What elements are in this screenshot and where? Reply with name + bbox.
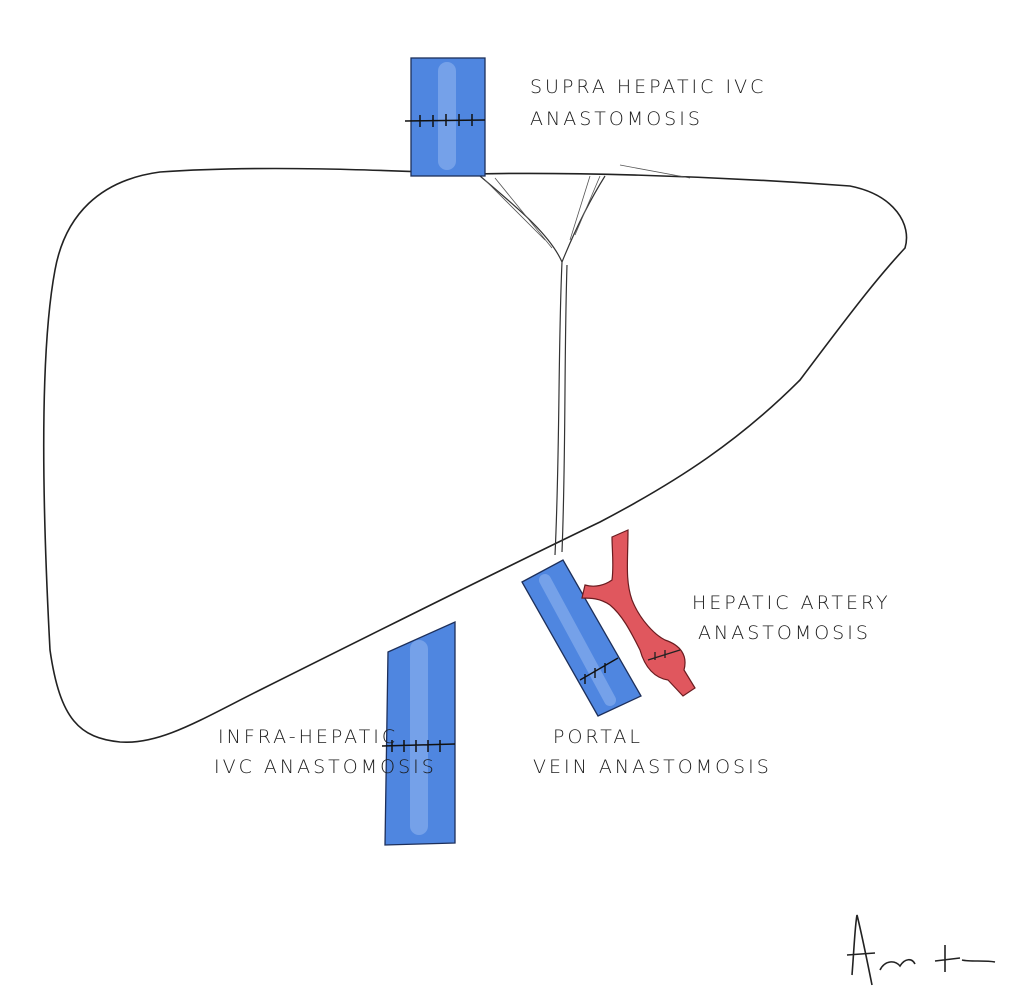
hepatic-artery-label: HEPATIC ARTERY ANASTOMOSIS (692, 588, 891, 648)
suprahepatic-ivc (404, 57, 486, 177)
hepatic-artery (581, 529, 696, 697)
label-line: IVC ANASTOMOSIS (214, 756, 437, 778)
portal-vein-label: PORTAL VEIN ANASTOMOSIS (533, 722, 772, 782)
label-line: HEPATIC ARTERY (692, 592, 891, 614)
label-line: VEIN ANASTOMOSIS (533, 756, 772, 778)
ligament-hatching (484, 164, 691, 249)
label-line: INFRA-HEPATIC (218, 726, 399, 748)
suprahepatic-ivc-label: SUPRA HEPATIC IVC ANASTOMOSIS (530, 72, 766, 134)
infrahepatic-ivc (381, 620, 456, 846)
label-line: SUPRA HEPATIC IVC (530, 76, 767, 98)
label-line: ANASTOMOSIS (530, 108, 703, 130)
label-line: PORTAL (553, 726, 643, 748)
falciform-ligament (479, 175, 606, 556)
signature (846, 914, 996, 986)
label-line: ANASTOMOSIS (698, 622, 871, 644)
portal-vein (521, 559, 642, 717)
liver-outline (43, 167, 908, 744)
infrahepatic-ivc-label: INFRA-HEPATIC IVC ANASTOMOSIS (214, 722, 437, 782)
